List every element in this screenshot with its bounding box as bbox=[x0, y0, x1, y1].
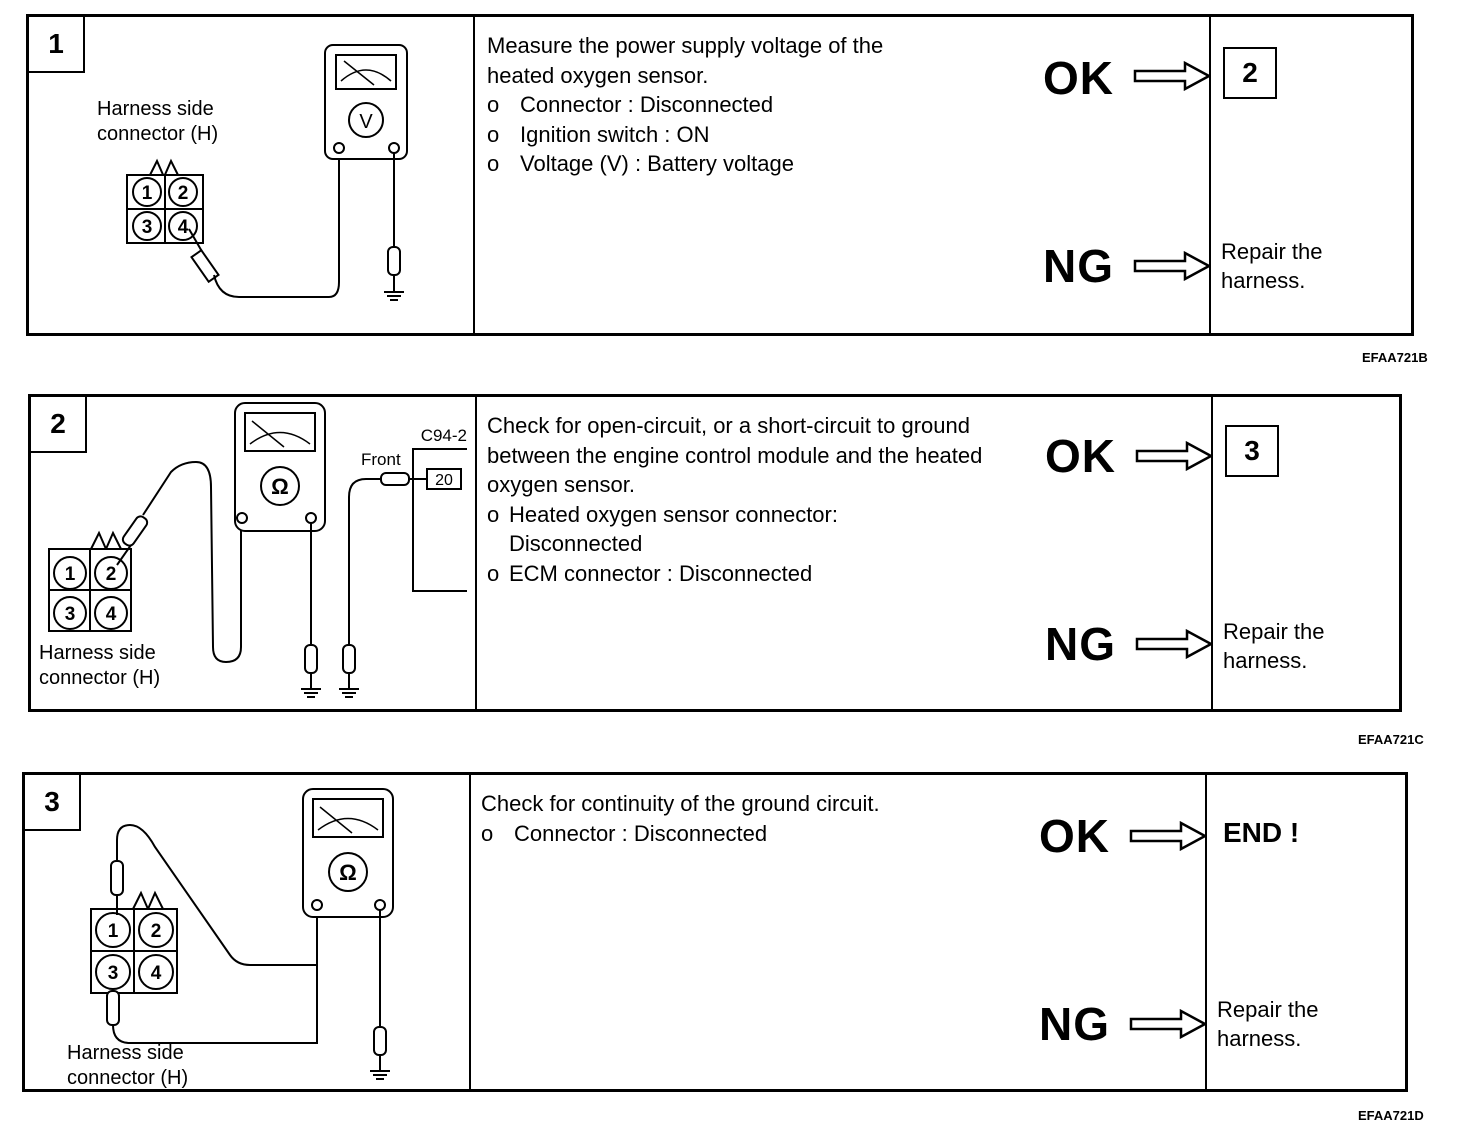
ng-arrow-icon bbox=[1129, 1009, 1207, 1039]
step-number-box: 2 bbox=[31, 397, 87, 453]
front-label: Front bbox=[361, 450, 401, 469]
figure-ref-code: EFAA721C bbox=[1358, 732, 1424, 747]
ok-next-step-box[interactable]: 2 bbox=[1223, 47, 1277, 99]
connector-label: Harness side connector (H) bbox=[39, 642, 161, 689]
pin-1 bbox=[132, 177, 162, 207]
pin-1-label: 1 bbox=[108, 921, 119, 942]
ohmmeter bbox=[302, 788, 394, 918]
harness-connector bbox=[126, 158, 204, 244]
step-1-panel: 1 Harness side connector (H) 1 2 3 4 bbox=[26, 14, 1414, 336]
ng-label: NG bbox=[1045, 618, 1116, 670]
ohmmeter-wiring-diagram: 1 2 3 4 Ω bbox=[48, 402, 467, 698]
step-3-panel: 3 Harness side connector (H) 1 2 3 4 bbox=[22, 772, 1408, 1092]
ng-label: NG bbox=[1043, 240, 1114, 292]
step-1-instructions: Measure the power supply voltage of the … bbox=[487, 31, 1047, 333]
connector-label: Harness side connector (H) bbox=[67, 1042, 189, 1089]
ok-arrow-icon bbox=[1129, 821, 1207, 851]
ok-label: OK bbox=[1045, 430, 1116, 482]
figure-ref-code: EFAA721B bbox=[1362, 350, 1428, 365]
instruction-text: Check for continuity of the ground circu… bbox=[481, 791, 880, 816]
step-number-box: 1 bbox=[29, 17, 85, 73]
pin-4 bbox=[94, 596, 128, 630]
meter-symbol: Ω bbox=[271, 474, 289, 499]
pin-3 bbox=[53, 596, 87, 630]
ok-label: OK bbox=[1043, 52, 1114, 104]
pin-4 bbox=[138, 954, 174, 990]
step-2-results: 3 Repair the harness. bbox=[1211, 397, 1401, 709]
pin-3 bbox=[95, 954, 131, 990]
pin-1-label: 1 bbox=[142, 183, 153, 204]
pin-3-label: 3 bbox=[108, 963, 119, 984]
ng-result-text: Repair the harness. bbox=[1223, 619, 1325, 673]
step-3-diagram: 3 Harness side connector (H) 1 2 3 4 bbox=[25, 775, 471, 1089]
ohmmeter bbox=[234, 402, 326, 532]
voltmeter-wiring-diagram: 1 2 3 4 V bbox=[126, 44, 408, 301]
ok-arrow-icon bbox=[1133, 61, 1211, 91]
pin-4-label: 4 bbox=[178, 217, 189, 238]
pin-1 bbox=[95, 912, 131, 948]
ecm-connector-label: C94-2 bbox=[421, 426, 467, 445]
harness-connector bbox=[48, 530, 132, 632]
pin-4-label: 4 bbox=[151, 963, 162, 984]
voltmeter bbox=[324, 44, 408, 160]
instruction-text: Check for open-circuit, or a short-circu… bbox=[487, 413, 983, 497]
figure-ref-code: EFAA721D bbox=[1358, 1108, 1424, 1123]
pin-2 bbox=[168, 177, 198, 207]
step-2-diagram: 2 Harness side connector (H) 1 2 3 4 bbox=[31, 397, 477, 709]
pin-1 bbox=[53, 556, 87, 590]
step-2-instructions: Check for open-circuit, or a short-circu… bbox=[487, 411, 1047, 709]
pin-2 bbox=[94, 556, 128, 590]
ecm-pin-label: 20 bbox=[435, 472, 453, 489]
ok-label: OK bbox=[1039, 810, 1110, 862]
step-3-instructions: Check for continuity of the ground circu… bbox=[481, 789, 1041, 1089]
ng-result-text: Repair the harness. bbox=[1217, 997, 1319, 1051]
pin-3-label: 3 bbox=[65, 604, 76, 625]
ok-arrow-icon bbox=[1135, 441, 1213, 471]
ng-arrow-icon bbox=[1135, 629, 1213, 659]
meter-symbol: Ω bbox=[339, 860, 357, 885]
connector-label: Harness side connector (H) bbox=[97, 98, 219, 145]
ng-result-text: Repair the harness. bbox=[1221, 239, 1323, 293]
step-number-box: 3 bbox=[25, 775, 81, 831]
ok-end-text: END ! bbox=[1223, 817, 1300, 848]
pin-2-label: 2 bbox=[106, 564, 117, 585]
instruction-text: Measure the power supply voltage of the … bbox=[487, 33, 884, 88]
step-1-results: 2 Repair the harness. bbox=[1209, 17, 1413, 333]
pin-4-label: 4 bbox=[106, 604, 117, 625]
step-2-panel: 2 Harness side connector (H) 1 2 3 4 bbox=[28, 394, 1402, 712]
pin-2 bbox=[138, 912, 174, 948]
ohmmeter-wiring-diagram: 1 2 3 4 Ω bbox=[90, 788, 394, 1080]
pin-3 bbox=[132, 211, 162, 241]
pin-3-label: 3 bbox=[142, 217, 153, 238]
pin-4 bbox=[168, 211, 198, 241]
step-3-results: END ! Repair the harness. bbox=[1205, 775, 1407, 1089]
ng-label: NG bbox=[1039, 998, 1110, 1050]
step-1-diagram: 1 Harness side connector (H) 1 2 3 4 bbox=[29, 17, 475, 333]
pin-1-label: 1 bbox=[65, 564, 76, 585]
pin-2-label: 2 bbox=[178, 183, 189, 204]
ng-arrow-icon bbox=[1133, 251, 1211, 281]
harness-connector bbox=[90, 890, 178, 994]
pin-2-label: 2 bbox=[151, 921, 162, 942]
ok-next-step-box[interactable]: 3 bbox=[1225, 425, 1279, 477]
meter-symbol: V bbox=[359, 111, 373, 133]
